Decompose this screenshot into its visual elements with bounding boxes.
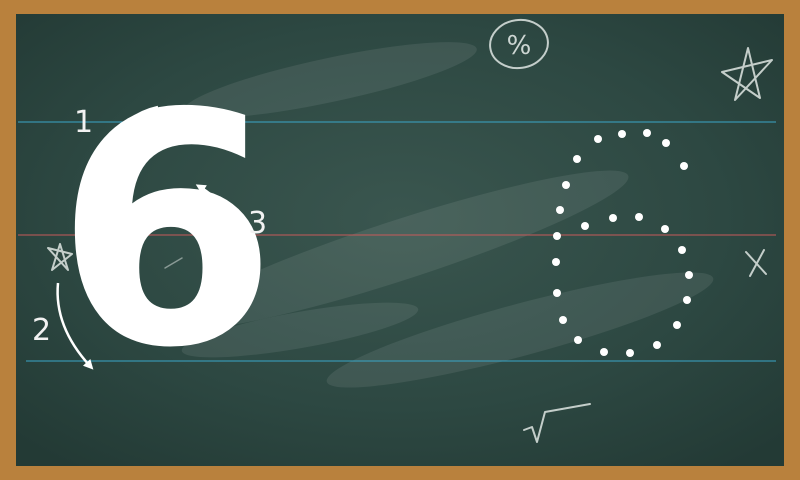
chalkboard-surface [16, 14, 784, 466]
cross-icon [745, 249, 767, 277]
star-icon [721, 47, 773, 101]
arrow-icon [195, 184, 244, 269]
arrow-icon [56, 282, 94, 370]
step-label-3: 3 [248, 206, 268, 241]
star-icon [47, 243, 73, 271]
percent-icon [489, 18, 549, 70]
chalk-smudges [171, 42, 714, 388]
square-root-icon [523, 403, 591, 443]
arrow-icon [89, 105, 159, 171]
step-label-2: 2 [32, 313, 52, 348]
percent-symbol: % [507, 31, 532, 61]
solid-digit: 6 [55, 46, 278, 418]
dotted-trace-digit [552, 129, 693, 357]
step-label-1: 1 [74, 105, 94, 140]
